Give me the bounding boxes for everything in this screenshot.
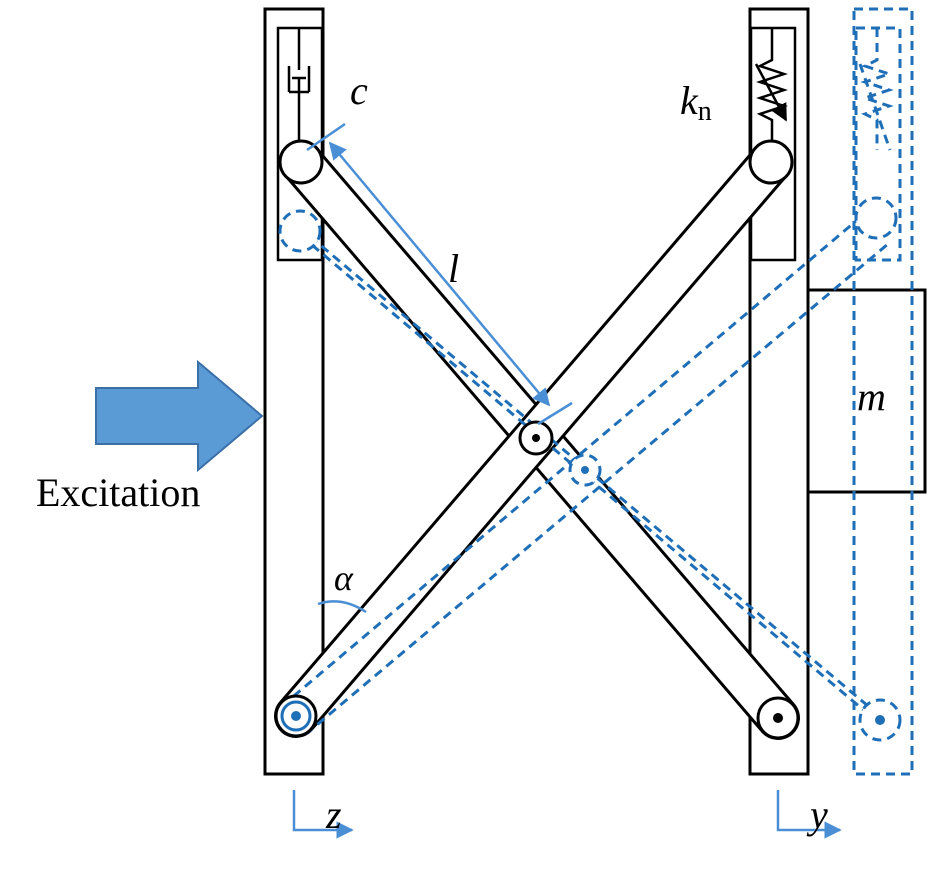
displaced-left-slider-joint bbox=[278, 209, 322, 253]
mass-block bbox=[806, 288, 927, 494]
displaced-rod-a-edge2 bbox=[311, 243, 893, 736]
center-pivot-pin bbox=[532, 434, 540, 442]
dashpot-icon bbox=[287, 28, 311, 150]
displaced-right-slider-joint bbox=[854, 196, 898, 240]
axis-y-label: y bbox=[806, 792, 828, 837]
axis-z-label: z bbox=[325, 792, 342, 837]
left-frame-outer bbox=[263, 7, 325, 776]
spring-label-k: k bbox=[680, 78, 699, 123]
angle-label: α bbox=[334, 558, 354, 598]
bottom-right-pin bbox=[773, 713, 783, 723]
bottom-left-joint-blue-ring bbox=[280, 700, 312, 732]
displaced-frame-outer bbox=[852, 7, 914, 776]
right-slider-joint bbox=[748, 139, 794, 185]
axis-y-arrow bbox=[776, 790, 842, 839]
rod-length-label: l bbox=[448, 246, 459, 291]
axis-z-arrow bbox=[292, 790, 354, 839]
displaced-bottom-right-pin bbox=[875, 715, 885, 725]
displaced-rod-b-edge2 bbox=[305, 242, 889, 736]
displaced-rod-b-edge1 bbox=[281, 214, 863, 708]
displaced-configuration bbox=[278, 7, 914, 776]
right-frame-outer bbox=[748, 7, 810, 776]
spring-icon bbox=[754, 28, 788, 150]
rod-length-dimension bbox=[306, 122, 573, 426]
angle-arc bbox=[317, 600, 367, 614]
spring-label-sub: n bbox=[698, 96, 712, 127]
displaced-spring-icon bbox=[860, 28, 894, 150]
excitation-arrow-icon bbox=[95, 359, 264, 473]
displaced-center-pin bbox=[581, 466, 589, 474]
displaced-spring-arrow bbox=[858, 63, 892, 151]
excitation-label: Excitation bbox=[36, 470, 200, 515]
mass-label: m bbox=[857, 374, 886, 419]
left-slider-joint bbox=[278, 139, 324, 185]
damper-label: c bbox=[350, 68, 368, 113]
bottom-left-pin bbox=[291, 711, 301, 721]
spring-label: kn bbox=[680, 78, 712, 127]
